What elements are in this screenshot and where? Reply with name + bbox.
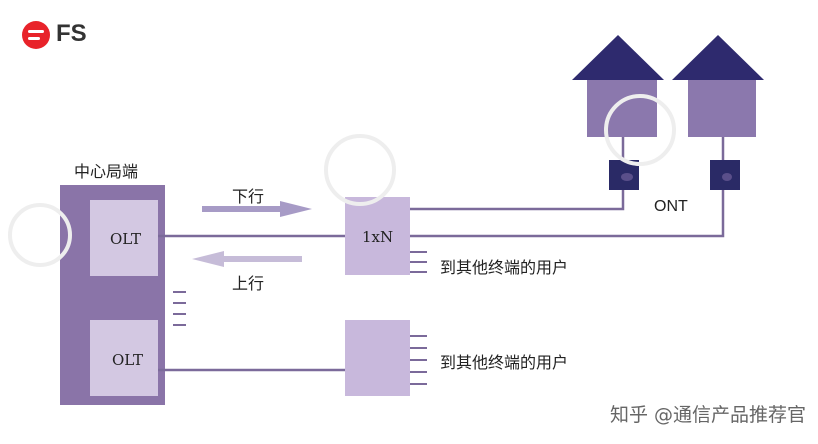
fiber-lines [158, 190, 725, 372]
house-2-icon [672, 35, 764, 190]
splitter-output-ticks-top [410, 251, 427, 273]
olt-bottom-label: OLT [112, 351, 144, 369]
rack-port-ticks [173, 291, 186, 326]
house-1-icon [572, 35, 664, 190]
downstream-arrow-icon [202, 201, 312, 217]
splitter-bottom-box [345, 320, 410, 396]
splitter-label: 1xN [362, 228, 394, 246]
upstream-label: 上行 [232, 274, 265, 293]
olt-top-label: OLT [110, 230, 142, 248]
other-users-bottom-label: 到其他终端的用户 [440, 353, 569, 372]
other-users-top-label: 到其他终端的用户 [440, 258, 569, 277]
fs-watermark-icon [8, 94, 676, 267]
zhihu-watermark: 知乎 @通信产品推荐官 [610, 404, 807, 426]
brand-name: FS [56, 20, 87, 47]
olt-bottom-box [90, 320, 158, 396]
splitter-output-ticks-bottom [410, 335, 427, 385]
splitter-box [345, 197, 410, 275]
ont-label: ONT [654, 198, 688, 215]
olt-top-box [90, 200, 158, 276]
fs-logo-icon [22, 21, 50, 49]
downstream-label: 下行 [232, 187, 265, 206]
upstream-arrow-icon [192, 251, 302, 267]
central-office-label: 中心局端 [74, 162, 139, 181]
